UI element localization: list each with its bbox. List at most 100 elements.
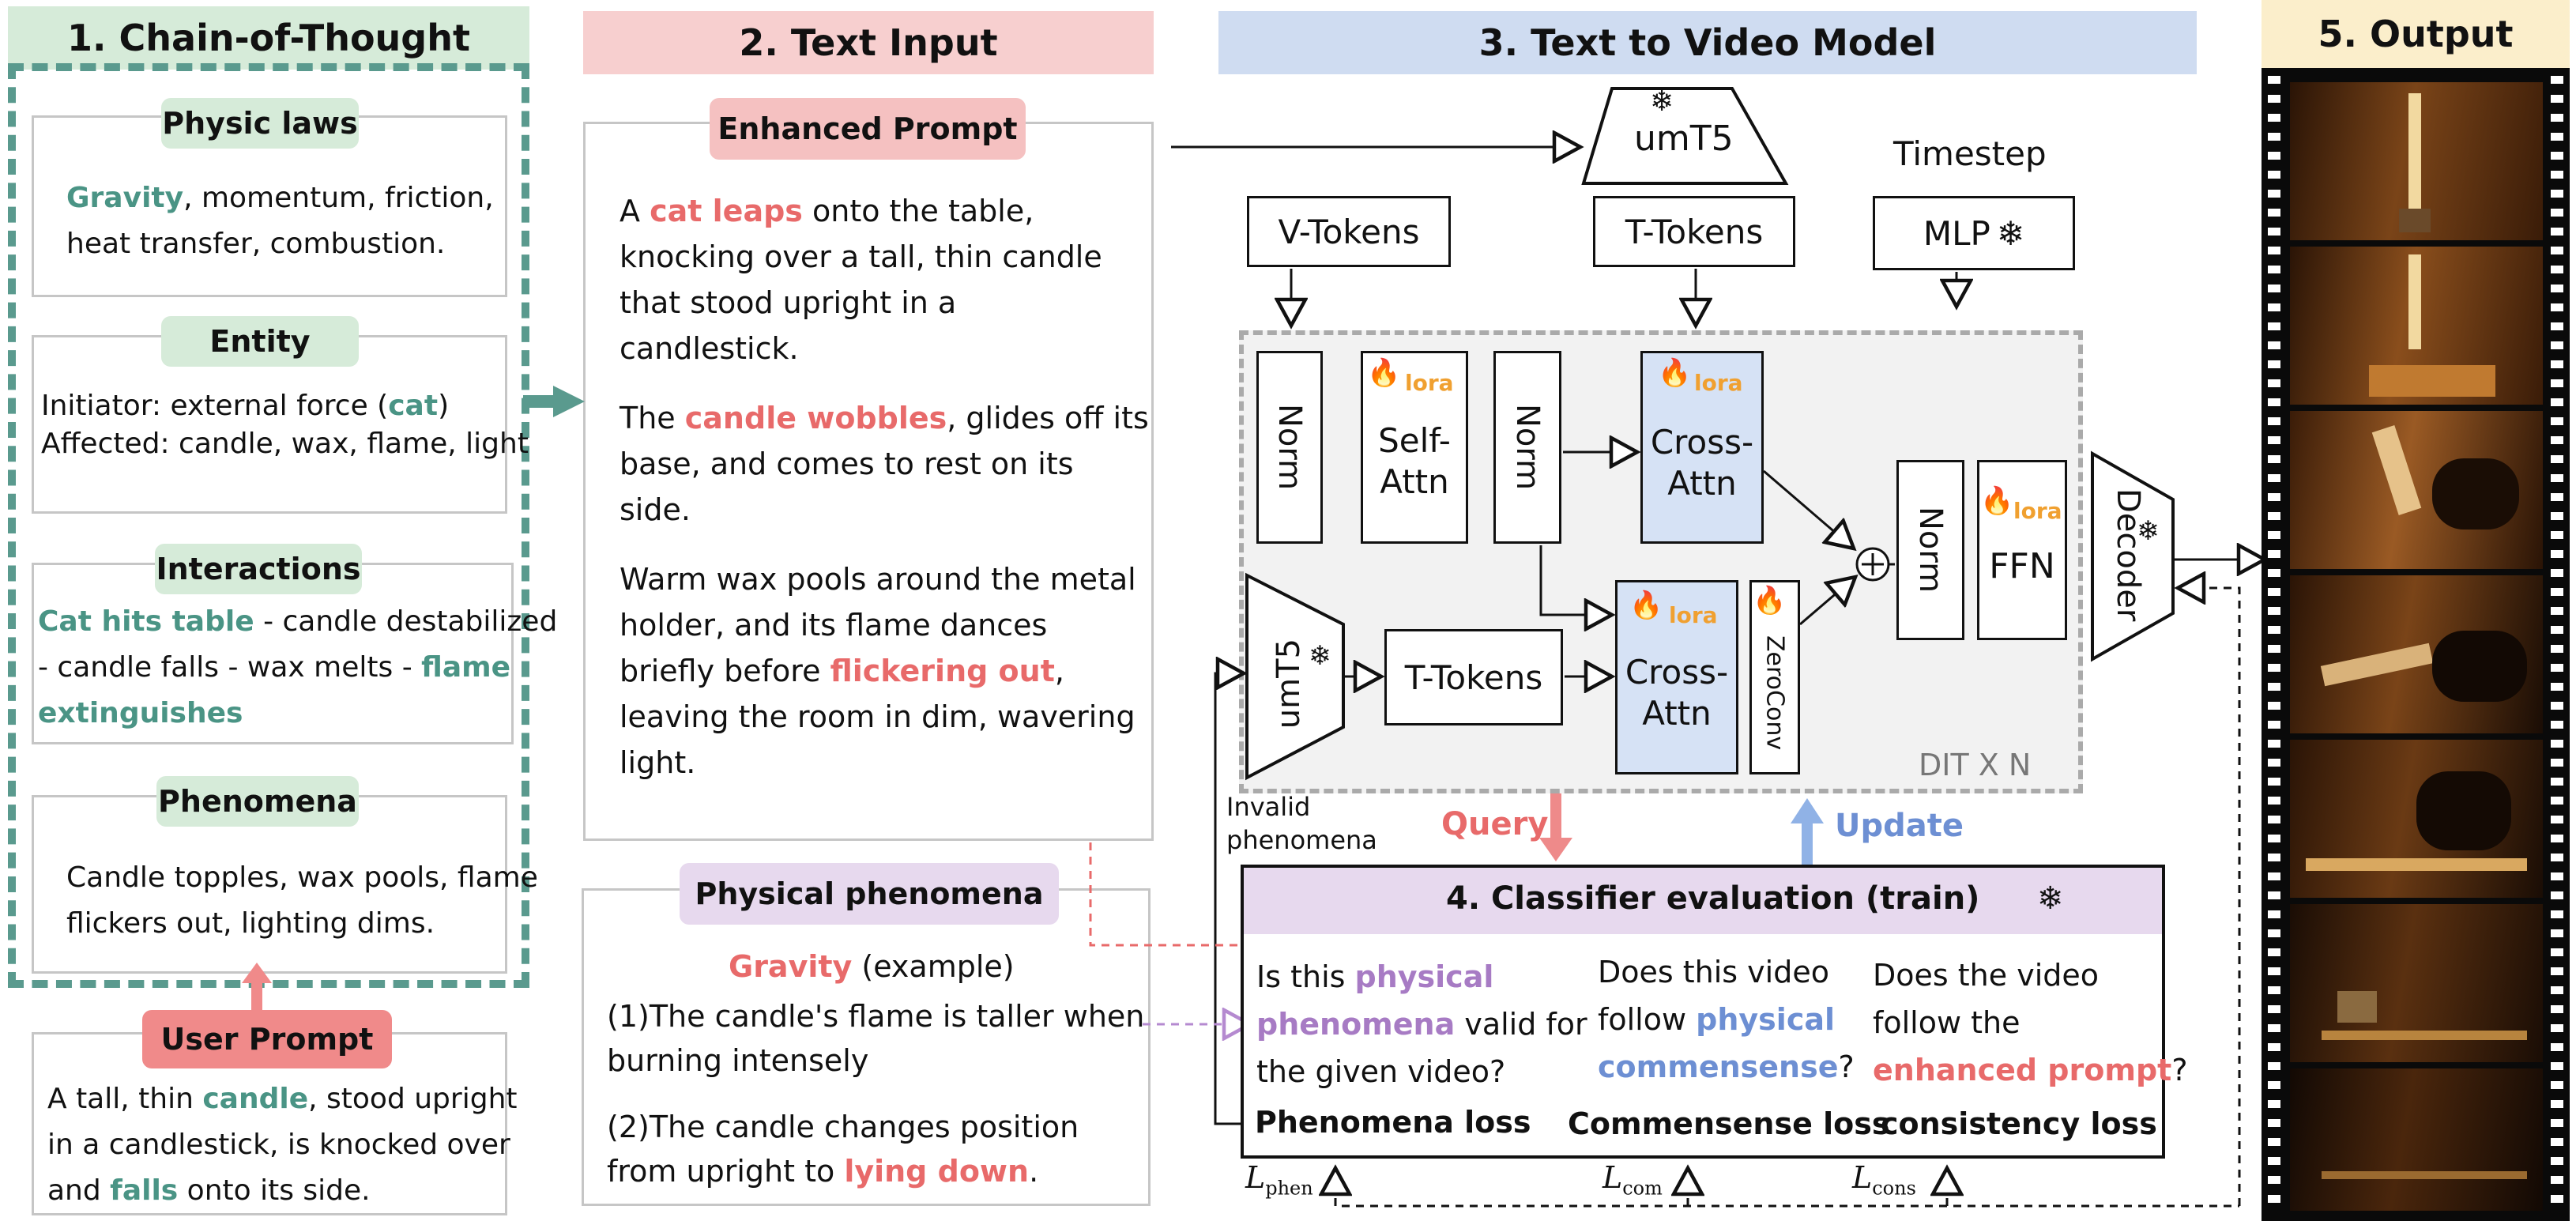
ep-hl3: flickering out (830, 654, 1055, 688)
umt5-side-trapezoid (1245, 572, 1345, 781)
user-prompt-text: A tall, thin candle, stood upright in a … (47, 1076, 518, 1214)
ep-p3-l4: leaving the room in dim, wavering (620, 699, 1135, 734)
output-frame-7 (2290, 1068, 2543, 1211)
film-holes-right (2551, 76, 2563, 1214)
user-prompt-l2: in a candlestick, is knocked over (47, 1129, 510, 1161)
physic-laws-title: Physic laws (161, 98, 359, 149)
q2-pre: follow (1598, 1002, 1697, 1037)
interactions-text: Cat hits table - candle destabilized - c… (38, 599, 557, 737)
flame-icon: 🔥 (1629, 590, 1663, 621)
physic-laws-text: Gravity, momentum, friction, heat transf… (66, 175, 494, 267)
dit-label: DIT X N (1919, 748, 2032, 782)
timestep-label: Timestep (1893, 134, 2047, 173)
interactions-hl3: extinguishes (38, 697, 243, 729)
flame-icon: 🔥 (1753, 585, 1787, 616)
update-label: Update (1835, 808, 1964, 844)
ep-p3-l1: Warm wax pools around the metal (620, 562, 1136, 597)
phenomena-line2: flickers out, lighting dims. (66, 907, 435, 940)
umt5-side-label: umT5 (1271, 639, 1307, 729)
mlp-box: MLP ❄ (1873, 196, 2075, 270)
phenomena-text: Candle topples, wax pools, flame flicker… (66, 855, 538, 947)
ep-p3-l2: holder, and its flame dances (620, 608, 1048, 643)
interactions-hl2: flame (421, 651, 511, 684)
lora-label-ffn: lora (2013, 498, 2062, 524)
q3-l2: follow the (1873, 1005, 2021, 1040)
cross-attn2-box: Cross- Attn (1615, 580, 1738, 774)
norm1-label: Norm (1271, 404, 1308, 491)
user-prompt-title: User Prompt (142, 1010, 392, 1068)
pp-item2-post: . (1029, 1154, 1039, 1189)
t-tokens-mid-box: T-Tokens (1384, 629, 1563, 725)
ffn-box: FFN (1977, 460, 2067, 640)
q1-hl1: physical (1354, 959, 1494, 994)
flame-icon: 🔥 (1980, 485, 2014, 517)
loss-symbol-phen-sub: phen (1265, 1177, 1313, 1200)
physical-phenomena-items: (1)The candle's flame is taller when bur… (607, 994, 1144, 1193)
norm1-box: Norm (1256, 351, 1323, 544)
loss-symbol-cons: Lcons (1852, 1160, 1916, 1200)
ep-p1-pre: A (620, 194, 650, 228)
norm3-label: Norm (1912, 507, 1949, 594)
output-frame-5 (2290, 740, 2543, 898)
phenomena-title: Phenomena (156, 776, 359, 827)
cross-attn1-box: Cross- Attn (1640, 351, 1764, 544)
ep-p1-l4: candlestick. (620, 331, 799, 366)
ep-p2-pre: The (620, 401, 685, 435)
user-prompt-hl1: candle (202, 1083, 309, 1115)
cross-attn1-label: Cross- Attn (1650, 423, 1754, 503)
cot-dashed-frame (8, 63, 529, 988)
norm2-box: Norm (1493, 351, 1561, 544)
q1-hl2: phenomena (1256, 1007, 1456, 1042)
t-tokens-top-box: T-Tokens (1593, 196, 1795, 267)
lora-label-cross2: lora (1669, 602, 1718, 628)
snowflake-icon: ❄ (2137, 515, 2160, 547)
flame-icon: 🔥 (1367, 357, 1401, 389)
q3-hl: enhanced prompt (1873, 1053, 2172, 1087)
header-text-input: 2. Text Input (583, 11, 1154, 74)
enhanced-prompt-box (583, 122, 1154, 841)
user-prompt-l1-pre: A tall, thin (47, 1083, 203, 1115)
q2-hl2: commensense (1598, 1050, 1839, 1084)
output-frame-4 (2290, 575, 2543, 733)
loss-symbol-com: Lcom (1602, 1160, 1663, 1200)
pp-example-post: (example) (852, 949, 1015, 984)
phenomena-line1: Candle topples, wax pools, flame (66, 861, 538, 894)
physic-laws-line2: heat transfer, combustion. (66, 228, 446, 260)
pp-example-hl: Gravity (729, 949, 853, 984)
interactions-mid2: - candle falls - wax melts - (38, 651, 422, 684)
classifier-header (1244, 868, 2162, 934)
ep-p3-l5: light. (620, 745, 696, 780)
ep-hl1: cat leaps (650, 194, 803, 228)
classifier-q3: Does the video follow the enhanced promp… (1873, 952, 2187, 1094)
interactions-hl1: Cat hits table (38, 605, 254, 638)
flame-icon: 🔥 (1658, 357, 1692, 389)
ep-p1-post: onto the table, (802, 194, 1034, 228)
ep-p1-l2: knocking over a tall, thin candle (620, 239, 1102, 274)
ep-p2-post: , glides off its (947, 401, 1149, 435)
q2-l1: Does this video (1598, 955, 1829, 989)
user-prompt-hl2: falls (110, 1174, 179, 1207)
lora-label-self: lora (1405, 370, 1454, 396)
output-frame-6 (2290, 904, 2543, 1062)
loss-symbol-com-l: L (1602, 1160, 1623, 1195)
snowflake-icon: ❄ (1309, 640, 1331, 672)
ep-hl2: candle wobbles (684, 401, 947, 435)
lora-label-cross1: lora (1694, 370, 1743, 396)
zeroconv-label: ZeroConv (1761, 635, 1789, 751)
snowflake-icon: ❄ (2037, 880, 2064, 917)
interactions-mid1: - candle destabilized (254, 605, 558, 638)
q3-post: ? (2171, 1053, 2188, 1087)
commensense-loss-label: Commensense loss (1568, 1106, 1890, 1141)
physic-laws-highlight: Gravity (66, 182, 184, 214)
self-attn-box: Self- Attn (1361, 351, 1468, 544)
output-frame-1 (2290, 82, 2543, 240)
mlp-label: MLP (1923, 213, 1990, 253)
pp-item1-l2: burning intensely (607, 1043, 869, 1078)
user-prompt-l3-pre: and (47, 1174, 111, 1207)
snowflake-icon: ❄ (1996, 213, 2025, 253)
phenomena-loss-label: Phenomena loss (1255, 1105, 1531, 1140)
enhanced-prompt-text: A cat leaps onto the table, knocking ove… (620, 188, 1149, 786)
loss-symbol-phen: Lphen (1245, 1160, 1313, 1200)
enhanced-prompt-title: Enhanced Prompt (710, 98, 1026, 160)
